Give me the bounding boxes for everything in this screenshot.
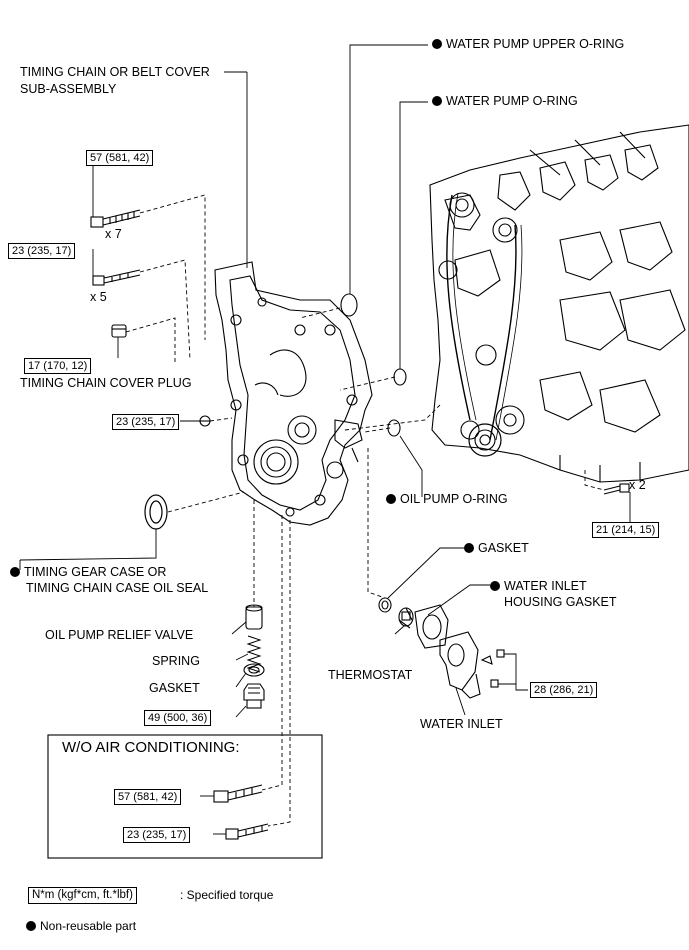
torque-box-17: 17 (170, 12) <box>24 358 92 374</box>
bolt-57 <box>90 209 141 228</box>
nonreusable-dot-icon <box>490 581 500 591</box>
label-timing-chain-cover-plug: TIMING CHAIN COVER PLUG <box>20 376 192 390</box>
torque-box-57-box: 57 (581, 42) <box>114 789 182 805</box>
quantity-x2: x 2 <box>629 478 646 492</box>
gasket-plug-ring <box>243 663 265 677</box>
label-water-pump-oring: WATER PUMP O-RING <box>432 94 578 109</box>
thermostat-gasket-ring <box>378 597 392 613</box>
torque-box-23-box: 23 (235, 17) <box>123 827 191 843</box>
wo-ac-box <box>47 734 323 859</box>
cover-plug <box>111 324 127 338</box>
wo-ac-title: W/O AIR CONDITIONING: <box>62 739 240 756</box>
oil-seal-ring <box>144 494 168 530</box>
legend-nonreusable: Non-reusable part <box>26 919 136 933</box>
label-gasket-plug: GASKET <box>149 681 200 695</box>
bolt-23-side <box>199 415 211 427</box>
label-gasket-thermostat: GASKET <box>464 541 529 556</box>
label-timing-chain-cover-line2: SUB-ASSEMBLY <box>20 82 117 96</box>
water-inlet-part <box>439 631 493 699</box>
nonreusable-dot-icon <box>26 921 36 931</box>
relief-valve <box>245 604 263 630</box>
upper-oring <box>340 293 358 317</box>
label-timing-chain-cover-line1: TIMING CHAIN OR BELT COVER <box>20 65 210 79</box>
label-water-inlet-gasket-line2: HOUSING GASKET <box>504 595 617 609</box>
legend-torque-box: N*m (kgf*cm, ft.*lbf) <box>28 887 137 904</box>
plug-part <box>243 683 265 709</box>
label-water-inlet: WATER INLET <box>420 717 503 731</box>
engine-block <box>429 124 689 483</box>
bolt-21 <box>603 483 630 495</box>
quantity-x7: x 7 <box>105 227 122 241</box>
bolt-23-upper <box>92 269 141 286</box>
label-spring: SPRING <box>152 654 200 668</box>
water-pump-oring <box>393 368 407 386</box>
bolt-23-box <box>225 823 269 840</box>
water-inlet-bolts <box>490 649 505 688</box>
torque-box-49: 49 (500, 36) <box>144 710 212 726</box>
timing-chain-cover <box>214 261 373 526</box>
quantity-x5: x 5 <box>90 290 107 304</box>
leader-lines <box>19 44 631 835</box>
label-timing-gear-seal-line2: TIMING CHAIN CASE OIL SEAL <box>26 581 209 595</box>
nonreusable-dot-icon <box>10 567 20 577</box>
torque-box-23-upper: 23 (235, 17) <box>8 243 76 259</box>
torque-box-28: 28 (286, 21) <box>530 682 598 698</box>
nonreusable-dot-icon <box>386 494 396 504</box>
spring-part <box>246 635 262 673</box>
legend-torque-text: : Specified torque <box>180 888 274 902</box>
thermostat-part <box>398 607 414 629</box>
label-water-pump-upper-oring: WATER PUMP UPPER O-RING <box>432 37 624 52</box>
guide-lines <box>125 194 605 827</box>
label-oil-pump-oring: OIL PUMP O-RING <box>386 492 508 507</box>
label-oil-pump-relief-valve: OIL PUMP RELIEF VALVE <box>45 628 194 642</box>
nonreusable-dot-icon <box>432 96 442 106</box>
torque-box-23-side: 23 (235, 17) <box>112 414 180 430</box>
water-inlet-gasket-part <box>414 604 449 649</box>
bolt-57-box <box>213 784 263 803</box>
label-thermostat: THERMOSTAT <box>328 668 413 682</box>
torque-box-57: 57 (581, 42) <box>86 150 154 166</box>
torque-box-21: 21 (214, 15) <box>592 522 660 538</box>
label-water-inlet-gasket-line1: WATER INLET <box>490 579 587 594</box>
nonreusable-dot-icon <box>432 39 442 49</box>
nonreusable-dot-icon <box>464 543 474 553</box>
label-timing-gear-seal-line1: TIMING GEAR CASE OR <box>10 565 166 580</box>
